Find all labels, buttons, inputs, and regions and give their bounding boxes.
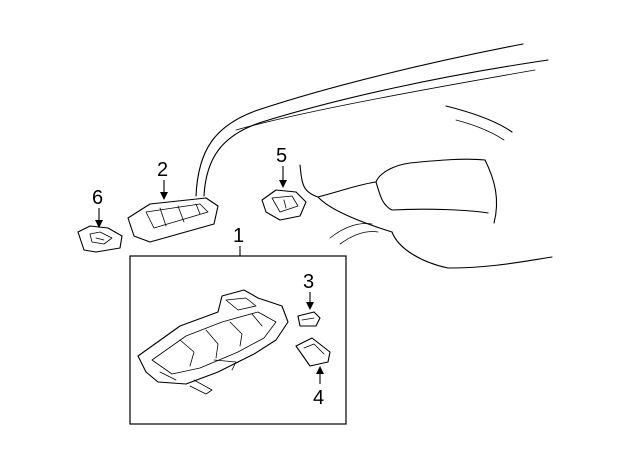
part-5-bracket xyxy=(261,189,307,221)
callout-2: 2 xyxy=(157,159,168,181)
callout-6: 6 xyxy=(92,187,103,209)
part-3-bracket xyxy=(297,311,321,327)
callout-3: 3 xyxy=(303,271,314,293)
callout-4: 4 xyxy=(313,387,324,409)
leader-lines xyxy=(95,166,324,384)
callout-5: 5 xyxy=(276,145,287,167)
part-6-bracket xyxy=(77,225,123,253)
assembly-box xyxy=(129,255,347,425)
part-2-bracket xyxy=(127,197,219,243)
dashboard-outline xyxy=(195,43,553,269)
part-1-assembly xyxy=(137,289,289,395)
part-4-bracket xyxy=(295,337,331,367)
callout-1: 1 xyxy=(233,225,244,247)
